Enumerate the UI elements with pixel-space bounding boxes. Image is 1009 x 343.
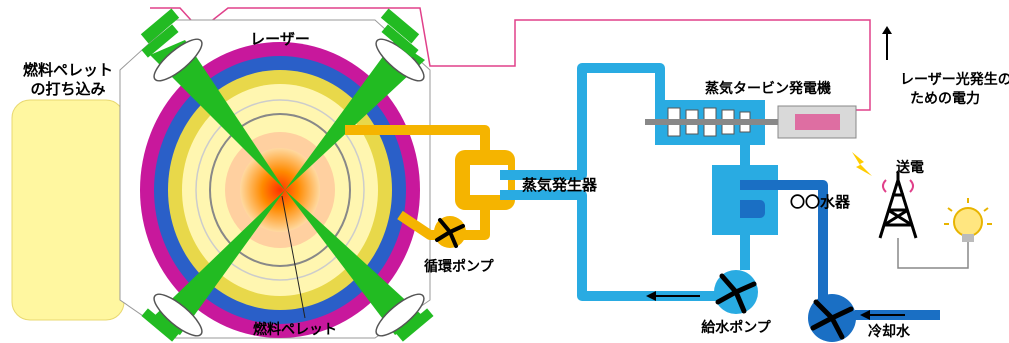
light-bulb-icon <box>944 198 992 242</box>
feedwater-arrow-head <box>646 291 656 301</box>
turbine-generator-label: 蒸気タービン発電機 <box>705 80 831 97</box>
cooling-arrow-head <box>860 310 870 320</box>
circulation-pump <box>434 216 466 248</box>
condenser-label: 〇〇水器 <box>790 193 851 211</box>
transmission-label: 送電 <box>895 159 924 176</box>
transmission-tower-icon <box>878 172 918 239</box>
steam-generator-label: 蒸気発生器 <box>522 176 598 194</box>
laser-power-label-line1: レーザー光発生の <box>900 71 1009 88</box>
fuel-pellet-label: 燃料ペレット <box>253 321 337 338</box>
lightning-icon <box>852 152 872 176</box>
generator-coil <box>795 114 840 130</box>
laser-label: レーザー <box>250 30 310 48</box>
fuel-injector <box>11 99 125 321</box>
circulation-pump-label: 循環ポンプ <box>424 258 495 275</box>
fuel-injection-label-line1: 燃料ペレット <box>23 61 113 79</box>
laser-emitters <box>140 8 434 342</box>
transmission-wire <box>897 238 969 269</box>
cooling-water-label: 冷却水 <box>868 323 911 340</box>
laser-beams <box>150 40 425 335</box>
fuel-injection-label-line2: の打ち込み <box>30 80 105 98</box>
power-arrow-head <box>882 26 892 34</box>
cooling-pump <box>808 294 856 342</box>
laser-power-label-line2: ための電力 <box>910 90 980 107</box>
laser-optics <box>153 38 425 337</box>
feedwater-pump-label: 給水ポンプ <box>701 319 772 336</box>
pellet-pointer <box>281 195 306 319</box>
feedwater-pump <box>714 270 758 314</box>
